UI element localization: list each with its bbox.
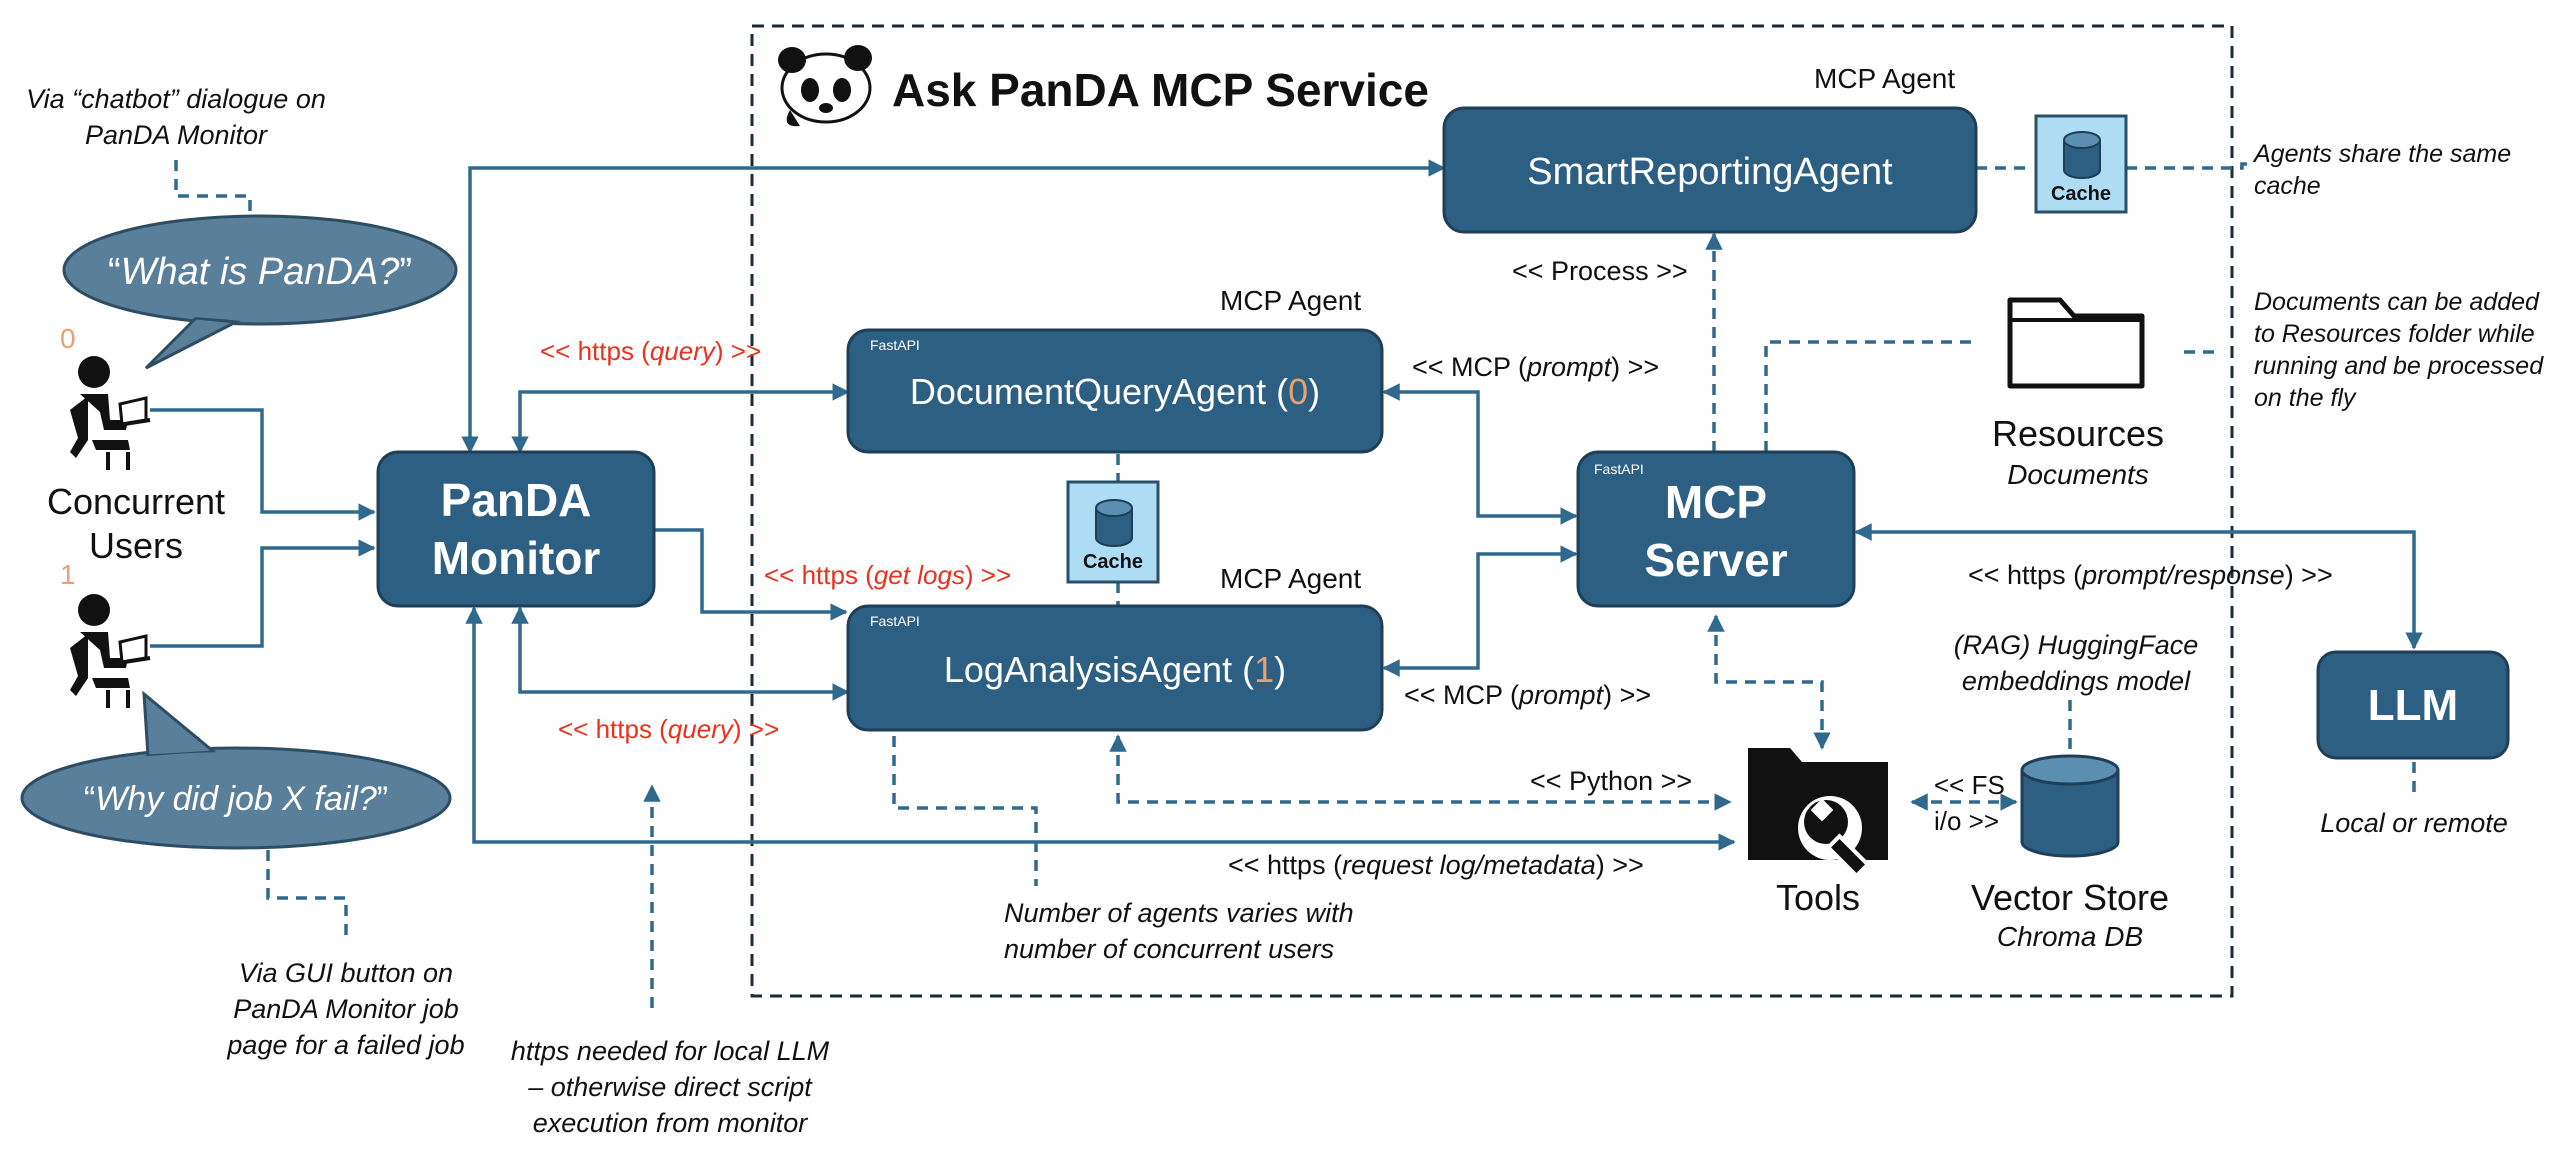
edge-mcp-resources bbox=[1764, 340, 1976, 452]
label-https-prompt-response: << https (prompt/response) >> bbox=[1968, 560, 2333, 590]
note-local-remote: Local or remote bbox=[2320, 808, 2508, 838]
label-https-get-logs: << https (get logs) >> bbox=[764, 560, 1011, 590]
document-query-agent-box bbox=[846, 328, 1384, 454]
log-analysis-agent-box bbox=[846, 604, 1384, 732]
user-at-computer-icon bbox=[70, 356, 151, 470]
users-line2: Users bbox=[89, 525, 183, 566]
docq-label: DocumentQueryAgent (0) bbox=[910, 371, 1320, 412]
label-https-query-1: << https (query) >> bbox=[540, 336, 761, 366]
note-number-2: number of concurrent users bbox=[1004, 934, 1334, 964]
note-gui-2: PanDA Monitor job bbox=[233, 994, 459, 1024]
panda-monitor-box bbox=[376, 450, 656, 608]
vector-sub: Chroma DB bbox=[1997, 921, 2143, 952]
edge-monitor-smart bbox=[461, 159, 1446, 454]
label-https-query-2: << https (query) >> bbox=[558, 714, 779, 744]
note-agents-cache-1: Agents share the same bbox=[2252, 140, 2511, 168]
speech-bubble-what-is-panda bbox=[62, 214, 458, 370]
llm-label: LLM bbox=[2368, 681, 2458, 730]
smart-reporting-agent-box bbox=[1442, 106, 1978, 234]
speech-bubble-why-job-fail bbox=[20, 690, 452, 850]
label-mcp-prompt-2: << MCP (prompt) >> bbox=[1404, 680, 1651, 710]
wrench-folder-icon bbox=[1748, 748, 1888, 879]
edge-gui-note bbox=[266, 850, 348, 938]
mcp-line2: Server bbox=[1644, 534, 1787, 586]
monitor-line1: PanDA bbox=[441, 474, 592, 526]
label-process: << Process >> bbox=[1512, 256, 1688, 286]
note-agents-cache-2: cache bbox=[2254, 172, 2321, 200]
note-rag-2: embeddings model bbox=[1962, 666, 2191, 696]
smart-cache-label: Cache bbox=[2051, 183, 2111, 205]
label-python: << Python >> bbox=[1530, 766, 1692, 796]
edge-note-number bbox=[892, 736, 1038, 886]
docq-tag: MCP Agent bbox=[1220, 285, 1361, 316]
note-rag-1: (RAG) HuggingFace bbox=[1954, 630, 2199, 660]
user0-id: 0 bbox=[60, 323, 76, 354]
note-https-3: execution from monitor bbox=[533, 1108, 809, 1138]
service-title: Ask PanDA MCP Service bbox=[892, 64, 1429, 116]
edge-log-mcp bbox=[1382, 545, 1578, 677]
note-docs-4: on the fly bbox=[2254, 384, 2357, 412]
service-boundary bbox=[750, 24, 2234, 998]
edge-monitor-docq bbox=[511, 383, 850, 454]
note-https-1: https needed for local LLM bbox=[511, 1036, 830, 1066]
monitor-line2: Monitor bbox=[432, 532, 601, 584]
label-mcp-prompt-1: << MCP (prompt) >> bbox=[1412, 352, 1659, 382]
edge-log-tools bbox=[1109, 734, 1732, 811]
log-tag: MCP Agent bbox=[1220, 563, 1361, 594]
note-gui-1: Via GUI button on bbox=[239, 958, 453, 988]
edge-monitor-tools bbox=[465, 606, 1736, 851]
user1-id: 1 bbox=[60, 559, 76, 590]
edge-user0-monitor bbox=[150, 408, 376, 521]
smart-cache-icon bbox=[2034, 114, 2128, 214]
tools-label: Tools bbox=[1776, 877, 1860, 918]
note-docs-1: Documents can be added bbox=[2254, 288, 2540, 316]
smart-label: SmartReportingAgent bbox=[1527, 151, 1893, 193]
edge-user1-monitor bbox=[150, 539, 376, 648]
note-number-1: Number of agents varies with bbox=[1004, 898, 1354, 928]
edge-chatbot-note bbox=[174, 160, 252, 218]
shared-cache-icon bbox=[1066, 480, 1160, 584]
edge-monitor-log-query bbox=[511, 606, 850, 701]
docq-sub: FastAPI bbox=[870, 337, 920, 353]
vector-title: Vector Store bbox=[1971, 877, 2169, 918]
note-docs-2: to Resources folder while bbox=[2254, 320, 2535, 348]
label-fs-1: << FS bbox=[1934, 770, 2005, 800]
shared-cache-label: Cache bbox=[1083, 551, 1143, 573]
note-chatbot-1: Via “chatbot” dialogue on bbox=[26, 84, 326, 114]
folder-icon bbox=[2007, 297, 2145, 389]
log-label: LogAnalysisAgent (1) bbox=[944, 649, 1286, 690]
panda-logo bbox=[778, 45, 872, 127]
bubble2-text: “Why did job X fail?” bbox=[84, 780, 388, 818]
llm-box bbox=[2316, 650, 2510, 760]
edge-mcp-tools bbox=[1707, 614, 1831, 750]
note-https-2: – otherwise direct script bbox=[527, 1072, 813, 1102]
resources-title: Resources bbox=[1992, 413, 2164, 454]
edge-docq-mcp bbox=[1382, 383, 1578, 525]
user-at-computer-icon bbox=[70, 594, 151, 708]
users-line1: Concurrent bbox=[47, 481, 225, 522]
database-cylinder-icon bbox=[2020, 754, 2120, 858]
edge-cache-note bbox=[2126, 162, 2248, 170]
log-sub: FastAPI bbox=[870, 613, 920, 629]
mcp-sub: FastAPI bbox=[1594, 461, 1644, 477]
label-https-request-log: << https (request log/metadata) >> bbox=[1228, 850, 1644, 880]
mcp-server-box bbox=[1576, 450, 1856, 608]
note-docs-3: running and be processed bbox=[2254, 352, 2544, 380]
edge-mcp-llm bbox=[1854, 523, 2423, 650]
resources-sub: Documents bbox=[2007, 459, 2149, 490]
note-chatbot-2: PanDA Monitor bbox=[85, 120, 268, 150]
mcp-line1: MCP bbox=[1665, 476, 1767, 528]
note-gui-3: page for a failed job bbox=[226, 1030, 464, 1060]
smart-tag: MCP Agent bbox=[1814, 63, 1955, 94]
bubble1-text: “What is PanDA?” bbox=[108, 251, 412, 293]
label-fs-2: i/o >> bbox=[1934, 806, 1999, 836]
